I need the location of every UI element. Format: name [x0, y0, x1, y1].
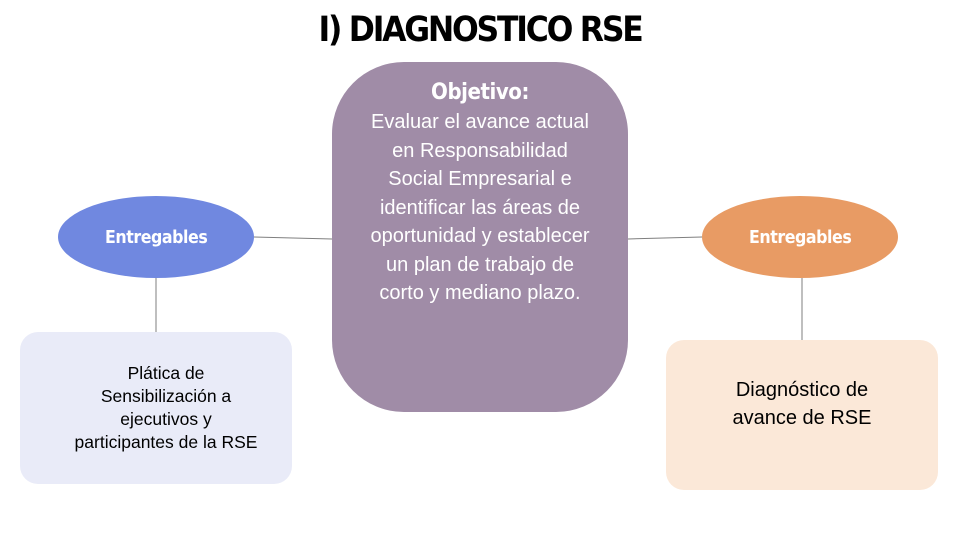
objective-heading: Objetivo:	[431, 80, 529, 105]
left-deliverables-label: Entregables	[104, 226, 208, 248]
right-deliverable-text: Diagnóstico de avance de RSE	[732, 379, 872, 429]
left-deliverables-oval: Entregables	[58, 196, 254, 278]
right-deliverables-label: Entregables	[748, 226, 852, 248]
objective-text: Evaluar el avance actual en Responsabili…	[370, 111, 590, 304]
connector-center-to-right	[627, 236, 703, 240]
left-deliverable-box: Plática de Sensibilización a ejecutivos …	[20, 332, 292, 484]
page-title: I) DIAGNOSTICO RSE	[318, 10, 643, 50]
objective-node: Objetivo: Evaluar el avance actual en Re…	[332, 62, 628, 412]
right-deliverables-oval: Entregables	[702, 196, 898, 278]
connector-left-to-center	[253, 236, 333, 240]
right-deliverable-box: Diagnóstico de avance de RSE	[666, 340, 938, 490]
left-deliverable-text: Plática de Sensibilización a ejecutivos …	[74, 363, 258, 452]
